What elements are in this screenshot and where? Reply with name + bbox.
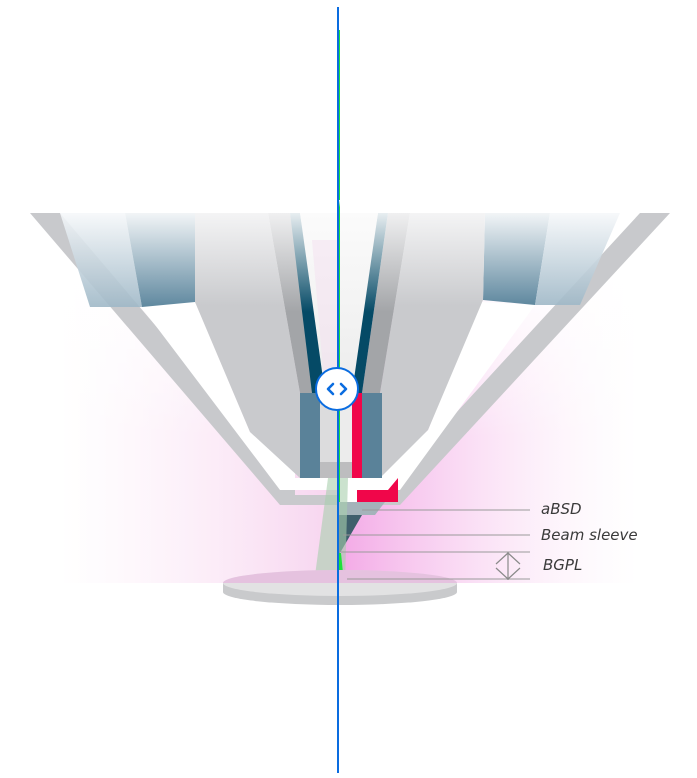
- sample-stage: [223, 570, 457, 605]
- comparison-slider-handle[interactable]: [315, 367, 359, 411]
- left-inner-cone: [195, 213, 300, 478]
- right-inner-cone: [380, 213, 485, 478]
- right-lower-pole: [362, 393, 382, 478]
- left-lower-pole: [300, 393, 320, 478]
- left-cavity: [140, 302, 295, 490]
- label-absd: aBSD: [541, 500, 582, 518]
- bgpl-dimension-arrow: [495, 552, 521, 580]
- chevron-left-right-icon: [326, 382, 348, 396]
- right-cavity: [380, 302, 535, 490]
- leader-lines: [341, 509, 530, 580]
- label-bgpl: BGPL: [543, 556, 583, 574]
- absd-plate: [338, 502, 385, 515]
- label-beam-sleeve: Beam sleeve: [541, 526, 638, 544]
